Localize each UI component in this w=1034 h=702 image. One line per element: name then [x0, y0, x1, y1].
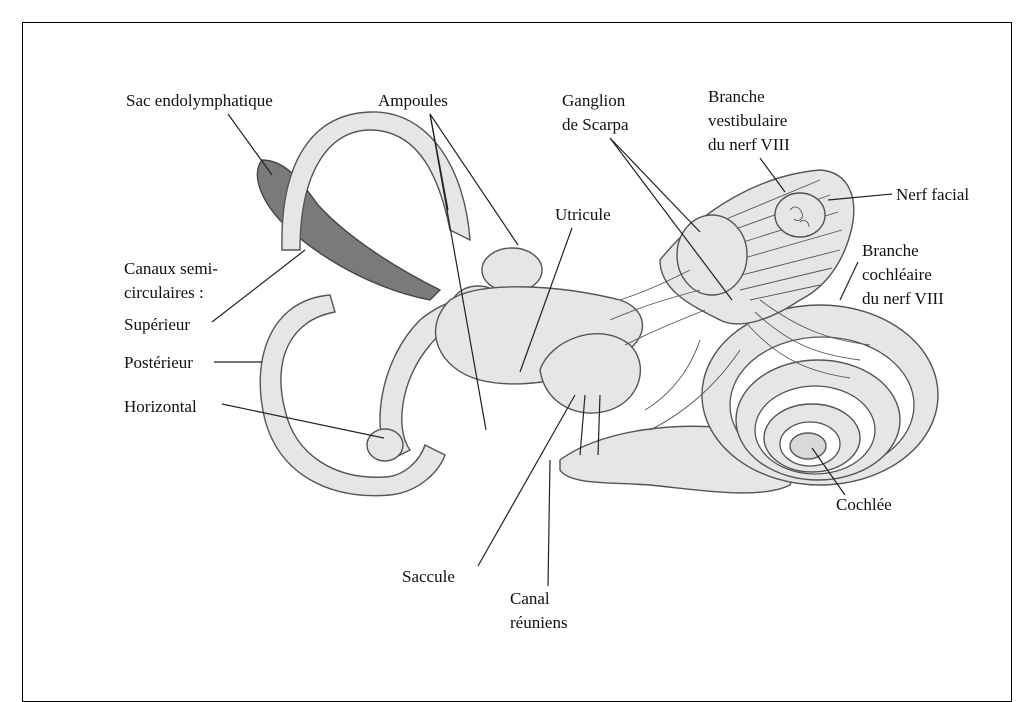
label-nerf-facial: Nerf facial	[896, 185, 969, 204]
label-ganglion-2: de Scarpa	[562, 115, 629, 134]
label-ganglion-1: Ganglion	[562, 91, 626, 110]
label-branche-vest-1: Branche	[708, 87, 765, 106]
label-horizontal: Horizontal	[124, 397, 197, 416]
label-sac-endolymphatique: Sac endolymphatique	[126, 91, 273, 110]
label-canal-2: réuniens	[510, 613, 568, 632]
label-branche-coch-2: cochléaire	[862, 265, 932, 284]
label-superieur: Supérieur	[124, 315, 190, 334]
cochlea	[702, 305, 938, 485]
label-cochlee: Cochlée	[836, 495, 892, 514]
label-branche-vest-3: du nerf VIII	[708, 135, 790, 154]
label-branche-coch-3: du nerf VIII	[862, 289, 944, 308]
label-canal-1: Canal	[510, 589, 550, 608]
ampulla-3	[367, 429, 403, 461]
label-branche-vest-2: vestibulaire	[708, 111, 787, 130]
label-canaux-2: circulaires :	[124, 283, 204, 302]
label-branche-coch-1: Branche	[862, 241, 919, 260]
label-canaux-1: Canaux semi-	[124, 259, 218, 278]
ampulla-1	[482, 248, 542, 292]
label-ampoules: Ampoules	[378, 91, 448, 110]
scarpa-ganglion	[677, 215, 747, 295]
label-utricule: Utricule	[555, 205, 611, 224]
label-saccule: Saccule	[402, 567, 455, 586]
label-posterieur: Postérieur	[124, 353, 193, 372]
